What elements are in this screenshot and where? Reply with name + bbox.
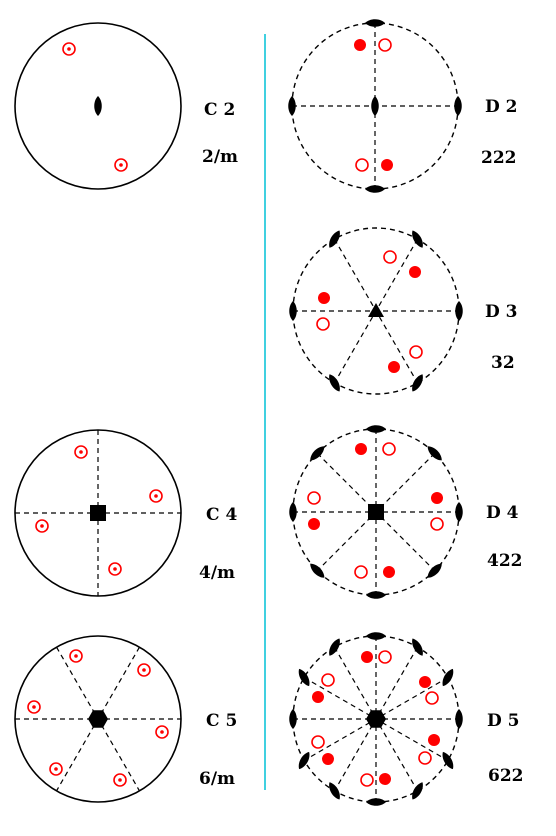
- label-d3-hm: 32: [491, 353, 515, 373]
- stereogram-d4: [289, 425, 463, 599]
- pole-symbol: [62, 42, 76, 56]
- twofold-axis-symbol: [409, 372, 426, 394]
- twofold-axis-symbol: [439, 749, 457, 772]
- pole-symbol: [431, 492, 443, 504]
- pole-symbol: [409, 345, 423, 359]
- label-c5-hm: 6/m: [199, 769, 235, 789]
- twofold-axis-symbol: [295, 749, 313, 772]
- stereogram-d5: [289, 632, 463, 806]
- twofold-axis-symbol: [366, 591, 386, 599]
- fourfold-axis-symbol: [368, 504, 384, 520]
- stereogram-c5: [14, 635, 182, 803]
- pole-symbol: [381, 159, 393, 171]
- pole-symbol: [308, 518, 320, 530]
- pole-symbol: [155, 725, 169, 739]
- twofold-axis-symbol: [366, 425, 386, 433]
- label-c4-schoenflies: C 4: [206, 505, 237, 525]
- pole-symbol: [307, 491, 321, 505]
- label-d2-schoenflies: D 2: [485, 97, 518, 117]
- twofold-axis-symbol: [371, 96, 379, 116]
- pole-symbol: [354, 39, 366, 51]
- twofold-axis-symbol: [326, 636, 343, 658]
- pole-symbol: [322, 753, 334, 765]
- twofold-axis-symbol: [288, 96, 296, 116]
- pole-symbol: [383, 250, 397, 264]
- pole-symbol: [355, 443, 367, 455]
- label-d5-schoenflies: D 5: [487, 711, 520, 731]
- sixfold-axis-symbol: [88, 710, 108, 728]
- label-c5-schoenflies: C 5: [206, 711, 237, 731]
- pole-symbol: [388, 361, 400, 373]
- twofold-axis-symbol: [94, 96, 102, 116]
- twofold-axis-symbol: [409, 228, 426, 250]
- fourfold-axis-symbol: [90, 505, 106, 521]
- twofold-axis-symbol: [454, 96, 462, 116]
- pole-symbol: [383, 566, 395, 578]
- pole-symbol: [430, 517, 444, 531]
- twofold-axis-symbol: [326, 780, 343, 802]
- pole-symbol: [108, 562, 122, 576]
- pole-symbol: [311, 735, 325, 749]
- pole-symbol: [379, 773, 391, 785]
- pole-symbol: [360, 773, 374, 787]
- twofold-axis-symbol: [295, 666, 313, 689]
- twofold-axis-symbol: [439, 666, 457, 689]
- pole-symbol: [378, 650, 392, 664]
- twofold-axis-symbol: [289, 709, 297, 729]
- pole-symbol: [113, 773, 127, 787]
- stereogram-d3: [289, 227, 463, 395]
- sixfold-axis-symbol: [366, 710, 386, 728]
- pole-symbol: [27, 700, 41, 714]
- twofold-axis-symbol: [455, 301, 463, 321]
- pole-symbol: [361, 651, 373, 663]
- stereogram-c4: [14, 429, 182, 597]
- label-c4-hm: 4/m: [199, 563, 235, 583]
- twofold-axis-symbol: [409, 636, 426, 658]
- pole-symbol: [35, 519, 49, 533]
- twofold-axis-symbol: [326, 228, 343, 250]
- pole-symbol: [114, 158, 128, 172]
- twofold-axis-symbol: [409, 780, 426, 802]
- twofold-axis-symbol: [326, 372, 343, 394]
- pole-symbol: [425, 691, 439, 705]
- pole-symbol: [312, 691, 324, 703]
- pole-symbol: [382, 442, 396, 456]
- twofold-axis-symbol: [289, 301, 297, 321]
- twofold-axis-symbol: [455, 502, 463, 522]
- primitive-circle: [14, 22, 182, 190]
- pole-symbol: [409, 266, 421, 278]
- twofold-axis-symbol: [365, 185, 385, 193]
- pole-symbol: [419, 676, 431, 688]
- pole-symbol: [49, 762, 63, 776]
- stereogram-c2: [14, 22, 182, 190]
- twofold-axis-symbol: [366, 798, 386, 806]
- pole-symbol: [354, 565, 368, 579]
- pole-symbol: [74, 445, 88, 459]
- pole-symbol: [137, 663, 151, 677]
- label-d5-hm: 622: [488, 766, 524, 786]
- label-c2-hm: 2/m: [202, 147, 238, 167]
- pole-symbol: [318, 292, 330, 304]
- label-d4-hm: 422: [487, 551, 523, 571]
- pole-symbol: [69, 649, 83, 663]
- pole-symbol: [428, 734, 440, 746]
- pole-symbol: [321, 673, 335, 687]
- label-d4-schoenflies: D 4: [486, 503, 519, 523]
- label-d3-schoenflies: D 3: [485, 302, 518, 322]
- pole-symbol: [149, 489, 163, 503]
- pole-symbol: [418, 751, 432, 765]
- pole-symbol: [355, 158, 369, 172]
- stereogram-d2: [288, 19, 462, 193]
- pole-symbol: [378, 38, 392, 52]
- twofold-axis-symbol: [365, 19, 385, 27]
- twofold-axis-symbol: [455, 709, 463, 729]
- threefold-axis-symbol: [368, 303, 384, 317]
- pole-symbol: [316, 317, 330, 331]
- label-d2-hm: 222: [481, 148, 517, 168]
- label-c2-schoenflies: C 2: [204, 100, 235, 120]
- twofold-axis-symbol: [366, 632, 386, 640]
- twofold-axis-symbol: [289, 502, 297, 522]
